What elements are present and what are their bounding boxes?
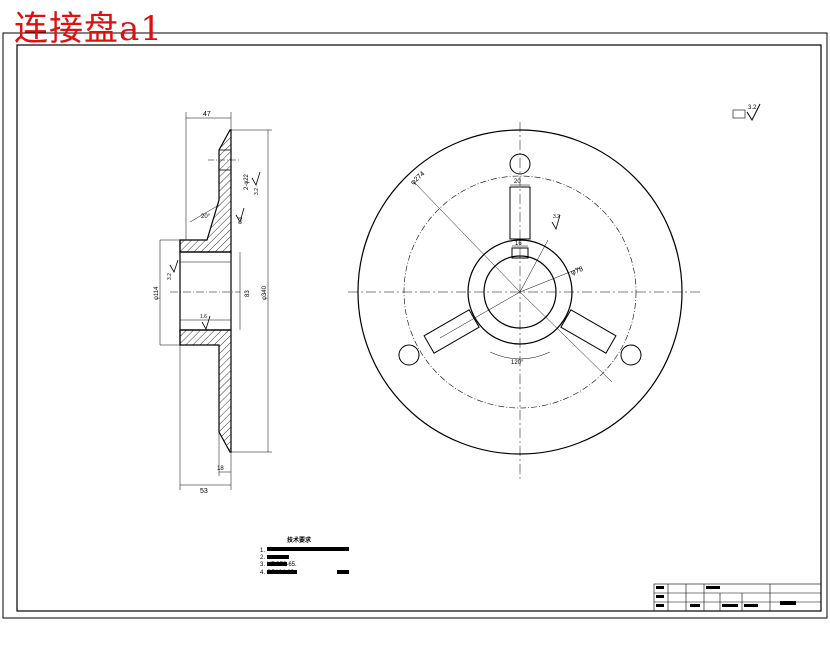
dim-slot: 20 (514, 179, 521, 185)
roughness-value: 3.2 (748, 105, 757, 111)
rough-4: 1.6 (200, 314, 207, 320)
general-roughness-mark: 3.2 (732, 103, 761, 122)
tech-item-1: 1. (260, 548, 265, 554)
rough-1: 3.2 (254, 188, 260, 195)
rough-2: 6.3 (238, 217, 244, 224)
dim-key: 16 (515, 241, 522, 247)
dim-angle-120: 120° (511, 360, 524, 366)
section-upper (179, 129, 232, 253)
front-rough: 3.2 (553, 214, 560, 220)
dim-holes: 2-φ22 (244, 173, 250, 190)
tech-item-2: 2. (260, 555, 265, 561)
dim-bore: φ114 (154, 286, 160, 300)
dim-bottom-width: 53 (200, 488, 208, 495)
tech-heading: 技术要求 (287, 536, 312, 544)
dim-inner: 83 (245, 290, 251, 297)
inner-border (16, 44, 822, 612)
dim-angle: 20° (201, 214, 211, 220)
dim-78: φ78 (570, 266, 584, 277)
title-block (653, 583, 822, 612)
dim-274: φ274 (410, 170, 427, 186)
section-lower (179, 329, 232, 453)
outer-border (2, 32, 828, 619)
dim-outer: φ340 (262, 285, 268, 300)
side-section-view: 47 53 18 φ114 83 φ340 2-φ22 20° 3.2 6.3 … (154, 111, 272, 495)
dim-bottom-small: 18 (217, 466, 224, 472)
drawing-title: 连接盘a1 (14, 9, 163, 49)
technical-requirements: 技术要求 1. 2. 3. HRC50-65. 4. GB184-80 (260, 536, 349, 576)
rough-3: 3.2 (167, 273, 173, 280)
dim-top-width: 47 (203, 111, 211, 118)
front-view: φ274 φ78 20 16 120° 3.2 (348, 122, 700, 482)
